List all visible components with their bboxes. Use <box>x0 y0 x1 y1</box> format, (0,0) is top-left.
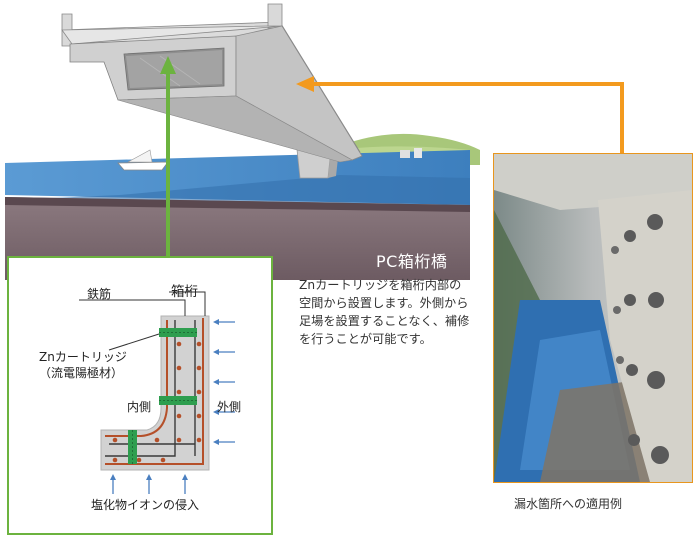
label-rebar: 鉄筋 <box>87 287 112 301</box>
box-girder-bridge <box>61 3 363 163</box>
label-inside: 内側 <box>127 400 152 414</box>
bridge-caption: PC箱桁橋 <box>376 252 448 271</box>
description-line: Znカートリッジを箱桁内部の <box>299 278 462 292</box>
description-line: を行うことが可能です。 <box>299 332 432 346</box>
concrete-section <box>100 315 210 471</box>
label-box-girder: 箱桁 <box>171 284 198 300</box>
orange-arrow <box>296 76 624 158</box>
label-cartridge: Znカートリッジ <box>39 350 127 364</box>
label-chloride-ingress: 塩化物イオンの侵入 <box>91 498 200 512</box>
ground-edge <box>5 197 470 212</box>
river-shadow <box>5 175 470 205</box>
label-outside: 外側 <box>217 400 242 414</box>
green-arrow <box>160 56 176 260</box>
cross-section-detail: 鉄筋 箱桁 Znカートリッジ （流電陽極材） 内側 外側 塩化物イオンの侵入 <box>7 256 273 535</box>
zinc-anode <box>159 396 197 405</box>
rebar-outer <box>105 318 204 465</box>
zinc-anode <box>159 328 197 337</box>
leak-repair-photo <box>494 154 692 482</box>
zinc-anode <box>128 430 137 464</box>
chloride-arrows-bottom <box>110 474 188 494</box>
description-text: Znカートリッジを箱桁内部の 空間から設置します。外側から 足場を設置することな… <box>299 276 489 348</box>
label-cartridge-sub: （流電陽極材） <box>39 366 124 380</box>
description-line: 空間から設置します。外側から <box>299 296 469 310</box>
boat <box>117 149 169 171</box>
description-line: 足場を設置することなく、補修 <box>299 314 470 328</box>
chloride-arrows-right <box>213 319 235 445</box>
photo-caption: 漏水箇所への適用例 <box>514 497 623 511</box>
rebar-dots <box>112 341 202 463</box>
rebar-inner <box>105 320 168 437</box>
photo-frame <box>493 153 693 483</box>
cross-section-diagram <box>79 291 235 494</box>
